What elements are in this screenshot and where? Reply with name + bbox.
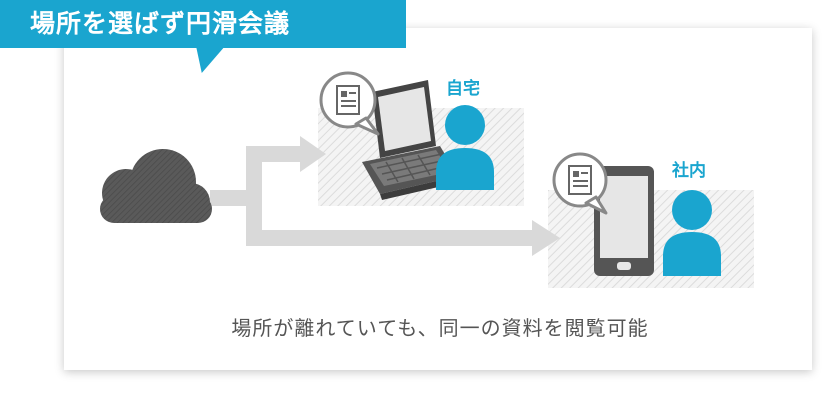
connection-arrows — [210, 136, 560, 256]
office-person-icon — [663, 190, 721, 276]
home-document-bubble-icon — [319, 71, 380, 136]
office-label: 社内 — [672, 161, 706, 181]
banner-title: 場所を選ばず円滑会議 — [30, 9, 291, 38]
laptop-icon — [362, 80, 460, 200]
arrow-to-home-shaft — [246, 146, 300, 162]
caption-text: 場所が離れていても、同一の資料を閲覧可能 — [231, 316, 649, 340]
arrow-to-office-head — [532, 220, 560, 256]
title-banner: 場所を選ばず円滑会議 — [0, 0, 406, 48]
tablet-icon — [594, 166, 654, 276]
arrow-to-home-head — [300, 136, 326, 172]
arrow-to-office-shaft — [246, 230, 532, 246]
cloud-icon — [100, 149, 212, 223]
home-label: 自宅 — [446, 79, 480, 99]
office-document-bubble-icon — [552, 152, 608, 215]
home-person-icon — [436, 105, 494, 190]
